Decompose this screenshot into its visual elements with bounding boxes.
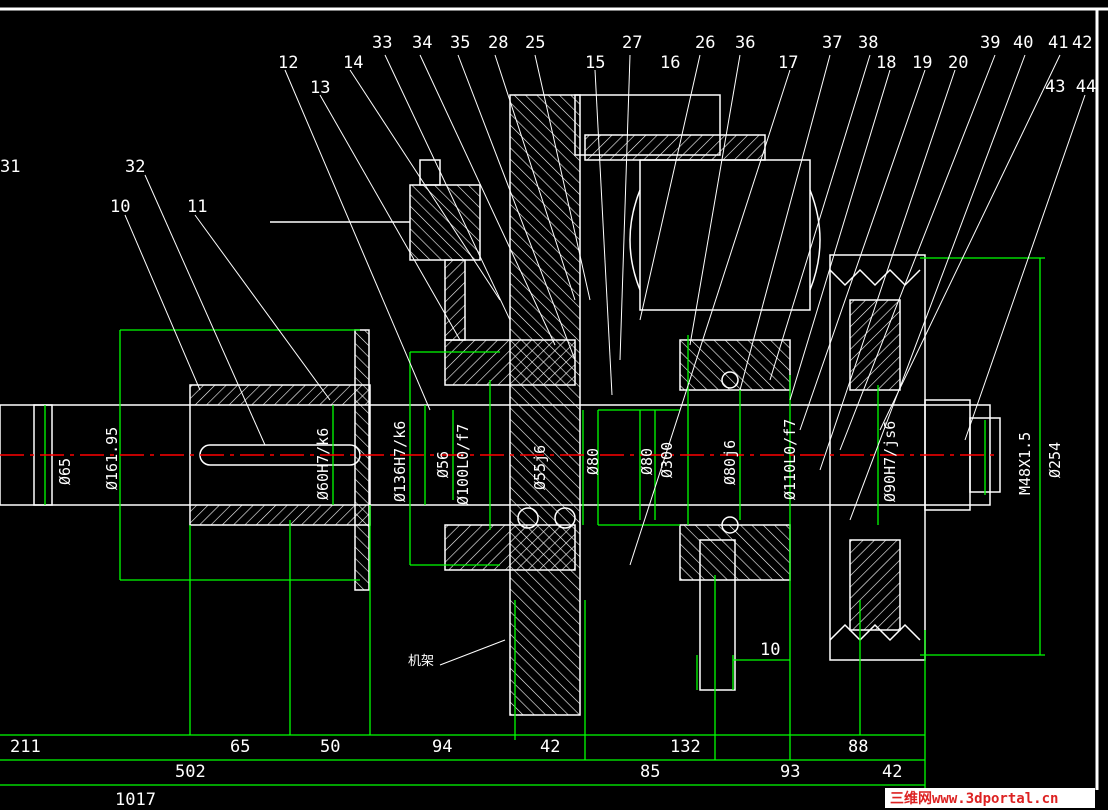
- dim-65: 65: [230, 737, 250, 757]
- part-callouts: 31 32 10 11 12 13 33 14 34 35 28 25 15 2…: [0, 33, 1096, 217]
- drawing-border: [0, 7, 1108, 790]
- dim-93: 93: [780, 762, 800, 782]
- callout-12: 12: [278, 53, 298, 73]
- leader-lines: [124, 54, 1086, 666]
- shaft-geometry: [0, 94, 1001, 716]
- callout-38: 38: [858, 33, 878, 53]
- diameter-labels: Ø65 Ø161.95 Ø60H7/k6 Ø136H7/k6 Ø56 Ø100L…: [56, 419, 1064, 505]
- callout-37: 37: [822, 33, 842, 53]
- callout-26: 26: [695, 33, 715, 53]
- callout-13: 13: [310, 78, 330, 98]
- callout-40: 40: [1013, 33, 1033, 53]
- dim-d300: Ø300: [658, 442, 676, 478]
- callout-28: 28: [488, 33, 508, 53]
- dim-211: 211: [10, 737, 41, 757]
- watermark: 三维网www.3dportal.cn: [890, 790, 1058, 807]
- dim-d161: Ø161.95: [103, 427, 121, 490]
- dim-d80b: Ø80: [638, 448, 656, 475]
- dim-42b: 42: [882, 762, 902, 782]
- callout-11: 11: [187, 197, 207, 217]
- dim-d100: Ø100L0/f7: [454, 424, 472, 505]
- callout-34: 34: [412, 33, 432, 53]
- dimension-lines: [0, 257, 1045, 790]
- callout-41: 41: [1048, 33, 1068, 53]
- dim-42a: 42: [540, 737, 560, 757]
- callout-36: 36: [735, 33, 755, 53]
- callout-18: 18: [876, 53, 896, 73]
- callout-25: 25: [525, 33, 545, 53]
- dim-94: 94: [432, 737, 452, 757]
- dim-10: 10: [760, 640, 780, 660]
- callout-33: 33: [372, 33, 392, 53]
- dim-50: 50: [320, 737, 340, 757]
- dim-d254: Ø254: [1046, 442, 1064, 478]
- callout-14: 14: [343, 53, 363, 73]
- watermark-background: [885, 788, 1095, 808]
- dim-d55: Ø55j6: [531, 445, 549, 490]
- callout-19: 19: [912, 53, 932, 73]
- callout-35: 35: [450, 33, 470, 53]
- callout-42: 42: [1072, 33, 1092, 53]
- callout-16: 16: [660, 53, 680, 73]
- callout-32: 32: [125, 157, 145, 177]
- length-dimensions: 211 65 50 94 42 132 88 502 85 93 42 1017…: [10, 640, 902, 810]
- dim-d90: Ø90H7/js6: [881, 421, 899, 502]
- dim-132: 132: [670, 737, 701, 757]
- dim-d80a: Ø80: [584, 448, 602, 475]
- callout-20: 20: [948, 53, 968, 73]
- dim-1017: 1017: [115, 790, 156, 810]
- callout-17: 17: [778, 53, 798, 73]
- dim-d60: Ø60H7/k6: [314, 428, 332, 500]
- dim-502: 502: [175, 762, 206, 782]
- callout-15: 15: [585, 53, 605, 73]
- dim-d80c: Ø80j6: [721, 440, 739, 485]
- dim-d110: Ø110L0/f7: [781, 419, 799, 500]
- dim-m48: M48X1.5: [1016, 432, 1034, 495]
- dim-d136: Ø136H7/k6: [391, 421, 409, 502]
- callout-39: 39: [980, 33, 1000, 53]
- dim-d65: Ø65: [56, 458, 74, 485]
- callout-31: 31: [0, 157, 20, 177]
- dim-d56: Ø56: [434, 451, 452, 478]
- dim-85: 85: [640, 762, 660, 782]
- callout-10: 10: [110, 197, 130, 217]
- dim-88: 88: [848, 737, 868, 757]
- callout-43-44: 43 44: [1045, 77, 1096, 97]
- callout-27: 27: [622, 33, 642, 53]
- frame-note-label: 机架: [408, 654, 434, 669]
